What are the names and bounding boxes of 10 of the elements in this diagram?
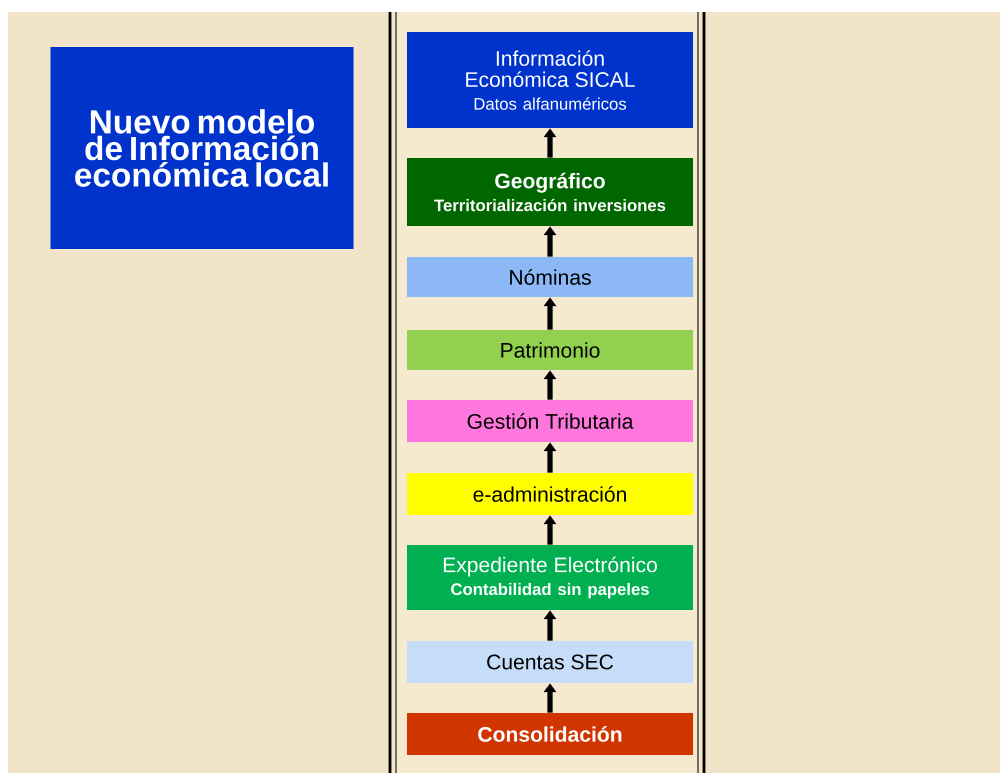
title-box: Nuevo modelo de Información económica local [50, 47, 354, 249]
process-box: Gestión Tributaria [407, 400, 694, 442]
process-box: Nóminas [407, 257, 694, 297]
process-box: Información Económica SICAL Datos alfanuméricos [407, 32, 694, 128]
process-box: e-administración [407, 473, 694, 515]
process-box: Expediente Electrónico Contabilidad sin papeles [407, 545, 694, 610]
process-box: Consolidación [407, 713, 694, 755]
process-box: Cuentas SEC [407, 641, 694, 683]
process-box: Geográfico Territorialización inversiones [407, 158, 694, 226]
process-box: Patrimonio [407, 330, 694, 370]
